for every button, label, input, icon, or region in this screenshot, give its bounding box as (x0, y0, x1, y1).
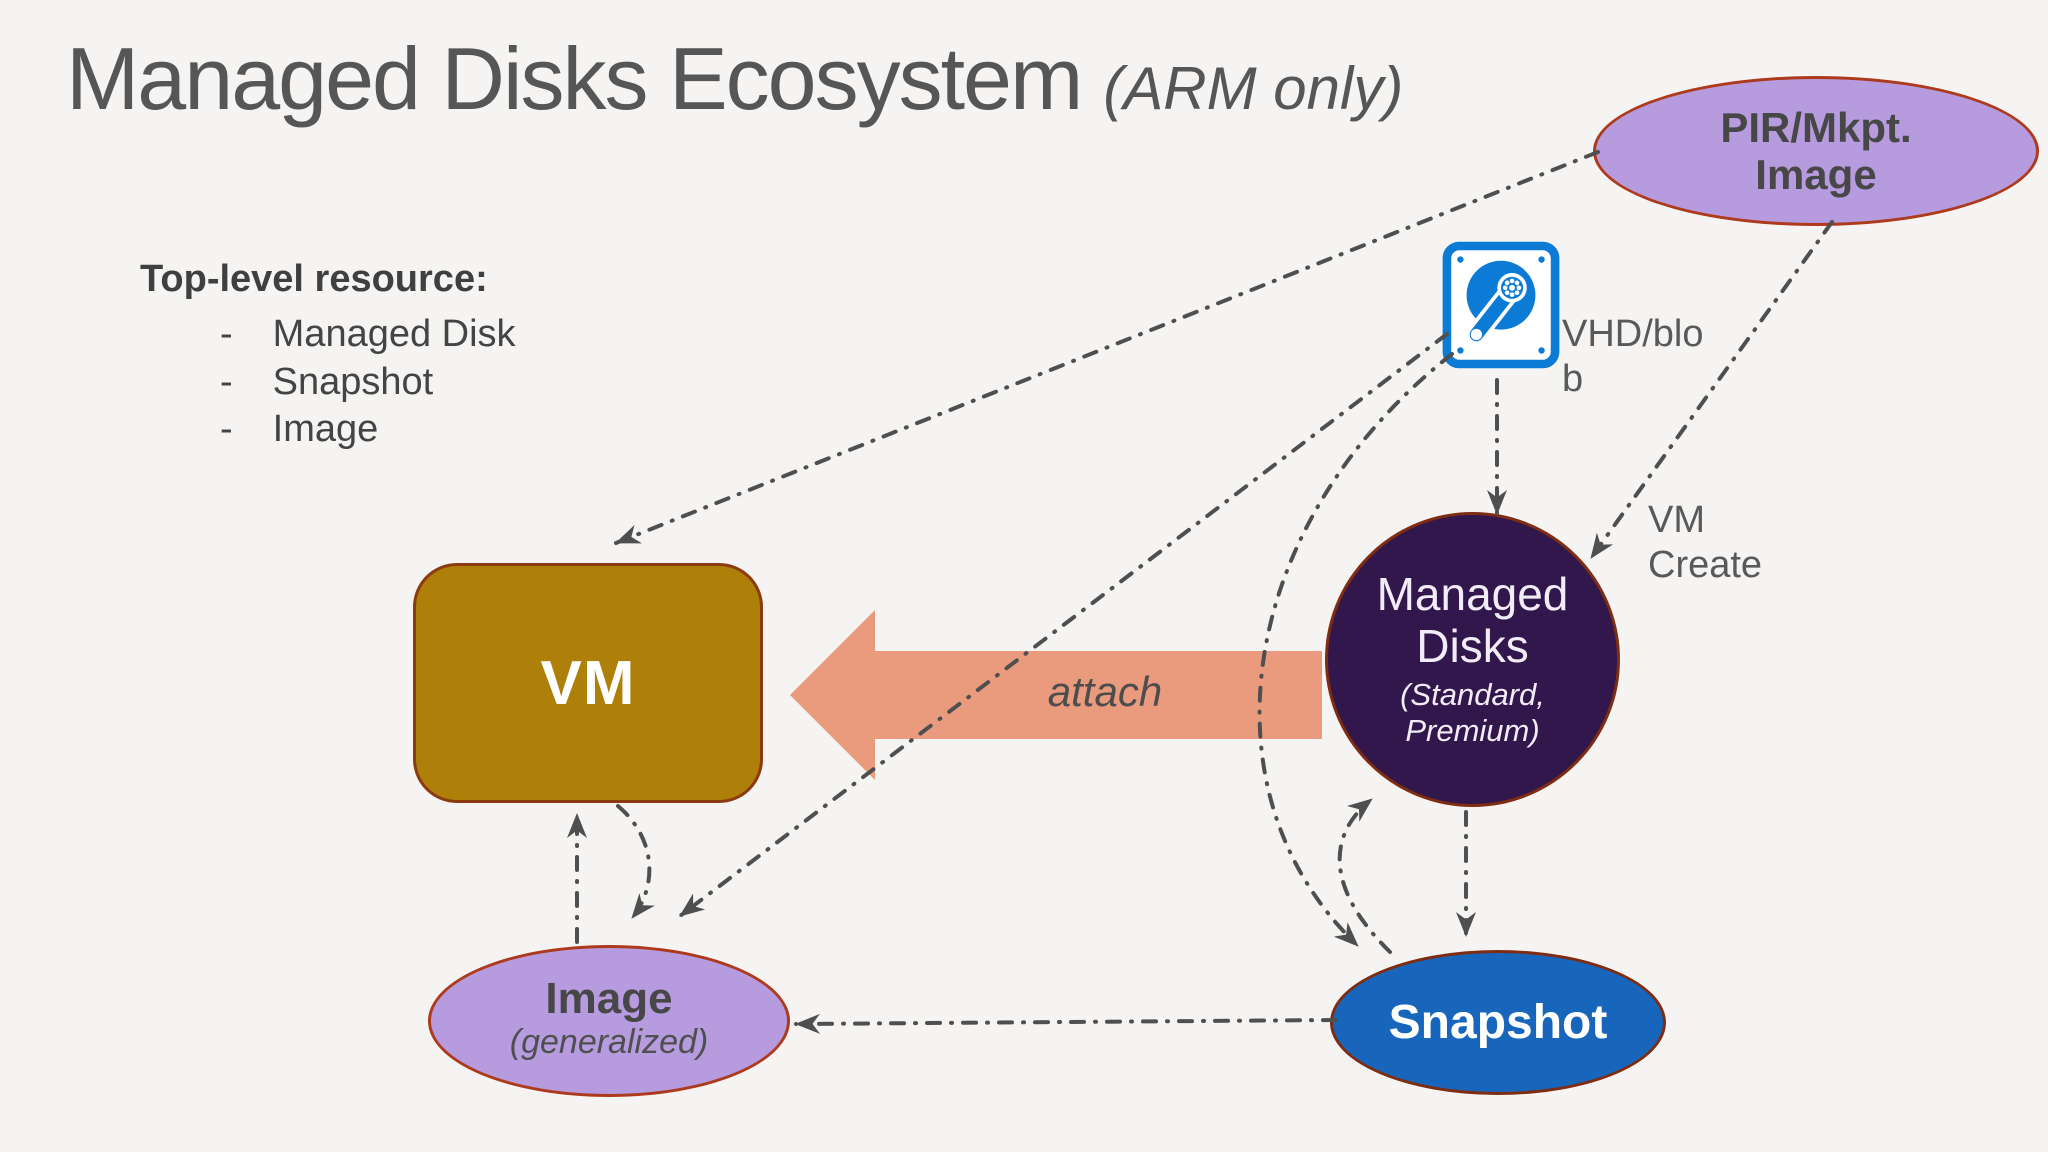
node-vm: VM (413, 563, 763, 803)
list-item-snapshot: Snapshot (220, 359, 516, 407)
vhd-blob-label: VHD/blob (1562, 313, 1704, 400)
list-item-image: Image (220, 406, 516, 454)
edge-snapshot-to-managed-disks (1337, 797, 1392, 954)
list-item-managed-disk: Managed Disk (220, 311, 516, 359)
vm-create-edge-label: VM Create (1648, 499, 1763, 586)
managed-disks-label: Managed Disks (1376, 567, 1569, 672)
title-suffix-text: (ARM only) (1103, 55, 1404, 122)
pir-label-line2: Image (1755, 151, 1877, 198)
node-pir-mkpt-image: PIR/Mkpt. Image (1593, 76, 2039, 226)
edge-snapshot-to-image (794, 1013, 1338, 1034)
snapshot-label: Snapshot (1388, 996, 1608, 1049)
image-sublabel: (generalized) (509, 1023, 709, 1062)
attach-edge-label: attach (1047, 668, 1163, 715)
image-label: Image (545, 974, 673, 1023)
top-level-resource-list: Top-level resource: Managed Disk Snapsho… (140, 258, 516, 454)
hard-disk-icon (1442, 240, 1560, 370)
node-image: Image (generalized) (428, 945, 790, 1097)
top-level-heading: Top-level resource: (140, 258, 488, 300)
node-managed-disks: Managed Disks (Standard, Premium) (1325, 512, 1620, 807)
title-text: Managed Disks Ecosystem (66, 29, 1083, 128)
edge-vm-to-image (616, 804, 655, 920)
node-snapshot: Snapshot (1330, 950, 1666, 1095)
page-title: Managed Disks Ecosystem (ARM only) (66, 28, 1403, 130)
pir-label-line1: PIR/Mkpt. (1720, 103, 1912, 151)
vm-label: VM (540, 648, 636, 718)
managed-disks-sublabel: (Standard, Premium) (1400, 676, 1545, 749)
hard-disk-icon-svg (1442, 241, 1560, 369)
